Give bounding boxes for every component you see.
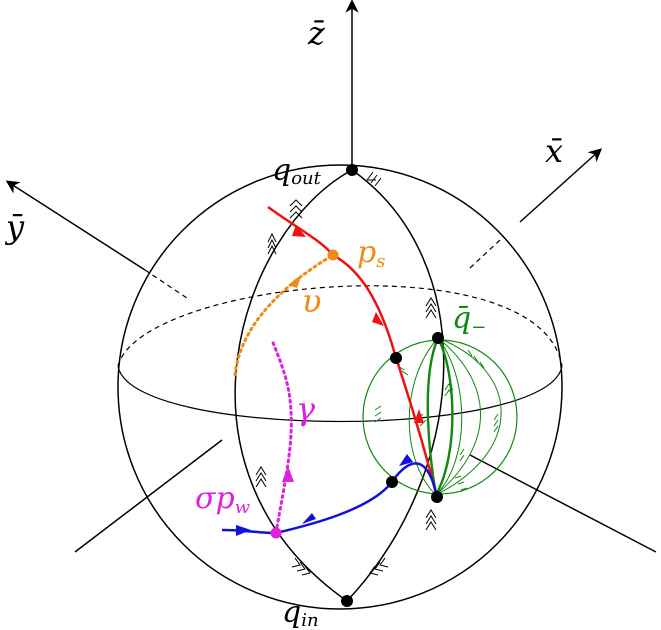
- equator-front: [117, 365, 563, 423]
- gamma-label: γ: [296, 390, 316, 428]
- q-in-point: [341, 595, 353, 607]
- lower-left-line: [74, 439, 223, 553]
- z-axis-label: z̄: [307, 14, 326, 52]
- mid-point-lower: [386, 476, 398, 488]
- sigma-pw-point: [270, 527, 282, 539]
- p-s-point: [327, 249, 339, 261]
- equator-back: [117, 285, 563, 367]
- upsilon-label: υ: [302, 282, 321, 320]
- q-out-point: [346, 164, 358, 176]
- junction-point: [431, 491, 443, 503]
- blue-trajectory: [221, 454, 439, 536]
- p-s-label: ps: [357, 235, 385, 272]
- sigma-pw-label: σpw: [195, 481, 251, 518]
- q-in-label: qin: [282, 595, 319, 630]
- meridian-right: [346, 169, 445, 602]
- red-trajectory: [267, 205, 439, 498]
- y-axis: [5, 180, 146, 271]
- sphere-outline: [117, 164, 563, 610]
- q-minus-point: [432, 332, 444, 344]
- q-minus-label: q̄−: [452, 301, 486, 338]
- y-axis-label: ȳ: [4, 208, 25, 246]
- meridian-left: [234, 169, 353, 602]
- x-axis: [519, 148, 603, 223]
- magenta-trajectory: [270, 338, 294, 535]
- orange-trajectory: [233, 253, 335, 377]
- meridian-chevrons: [255, 171, 437, 576]
- y-axis-inner: [144, 269, 191, 301]
- mid-point-upper: [390, 352, 402, 364]
- q-out-label: qout: [272, 153, 322, 189]
- x-axis-label: x̄: [545, 132, 563, 170]
- lower-right-line: [469, 454, 657, 553]
- x-axis-inner: [469, 239, 501, 269]
